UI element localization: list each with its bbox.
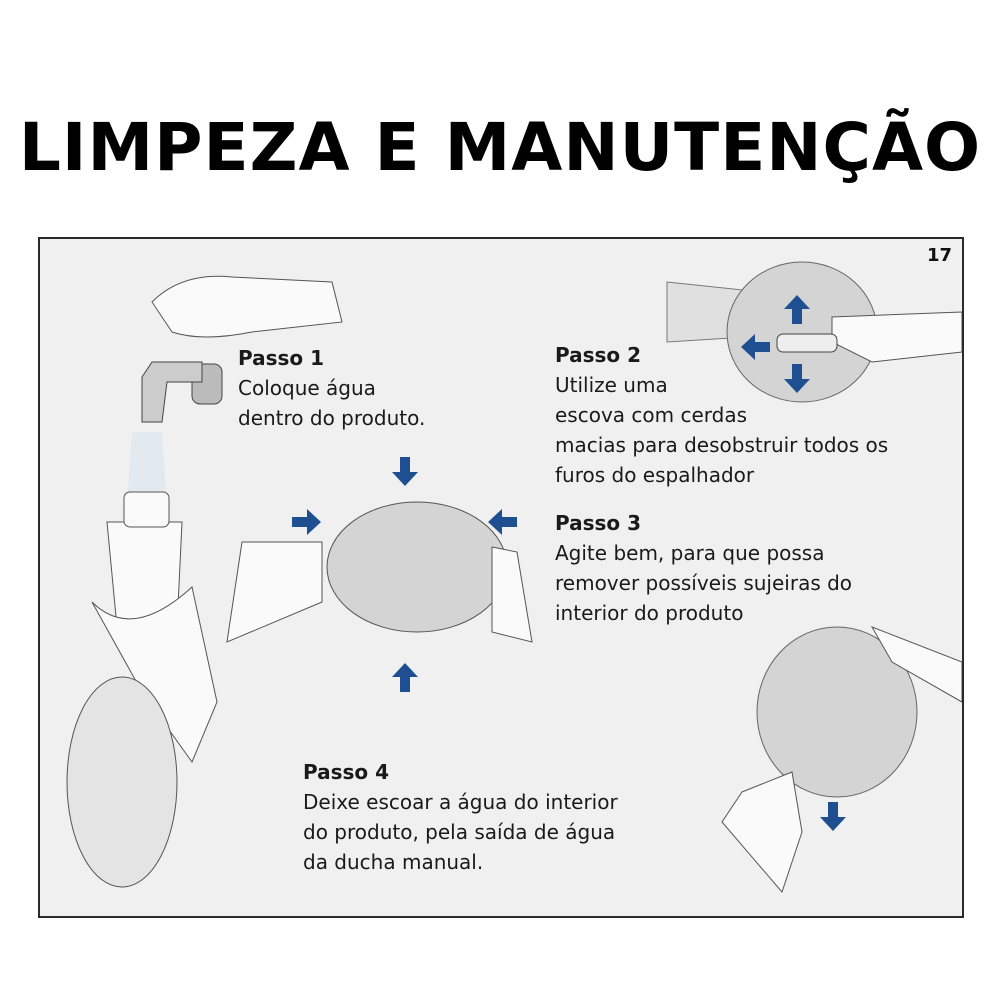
- step-text-line: Utilize uma: [555, 373, 668, 397]
- illustrations: [66, 261, 962, 893]
- page-number: 17: [926, 245, 952, 266]
- step-text-line: furos do espalhador: [555, 463, 755, 487]
- arrow-down-icon: [392, 457, 418, 486]
- step-text-line: dentro do produto.: [238, 406, 426, 430]
- faucet-illustration: [127, 275, 343, 502]
- arrow-up-icon: [784, 295, 810, 324]
- step-text-line: Deixe escoar a água do interior: [303, 790, 618, 814]
- arrow-up-icon: [392, 663, 418, 692]
- step-text-line: macias para desobstruir todos os: [555, 433, 889, 457]
- arrow-down-icon: [820, 802, 846, 831]
- arrow-down-icon: [784, 364, 810, 393]
- instruction-panel: 17: [38, 237, 964, 918]
- step-text-line: interior do produto: [555, 601, 744, 625]
- step-text-line: Coloque água: [238, 376, 376, 400]
- arrow-left-icon: [488, 509, 517, 535]
- step-heading: Passo 4: [303, 760, 390, 784]
- shower-head-step2: [666, 261, 962, 403]
- step-heading: Passo 3: [555, 511, 642, 535]
- arrow-left-icon: [741, 334, 770, 360]
- step-text-line: Agite bem, para que possa: [555, 541, 825, 565]
- arrow-right-icon: [292, 509, 321, 535]
- step-1: Passo 1 Coloque água dentro do produto.: [238, 343, 425, 433]
- hand-shower-illustration: [66, 491, 218, 888]
- step-4: Passo 4 Deixe escoar a água do interior …: [303, 757, 618, 877]
- step-3: Passo 3 Agite bem, para que possa remove…: [555, 508, 852, 628]
- page-title: LIMPEZA E MANUTENÇÃO: [18, 109, 982, 186]
- step-heading: Passo 2: [555, 343, 642, 367]
- step-text-line: remover possíveis sujeiras do: [555, 571, 853, 595]
- shower-head-step4: [721, 626, 962, 893]
- direction-arrows: [292, 295, 846, 831]
- step-text-line: do produto, pela saída de água: [303, 820, 616, 844]
- step-text-line: escova com cerdas: [555, 403, 748, 427]
- step-text-line: da ducha manual.: [303, 850, 484, 874]
- step-heading: Passo 1: [238, 346, 325, 370]
- step-2: Passo 2 Utilize uma escova com cerdas ma…: [555, 340, 888, 490]
- shower-head-step3: [226, 501, 533, 643]
